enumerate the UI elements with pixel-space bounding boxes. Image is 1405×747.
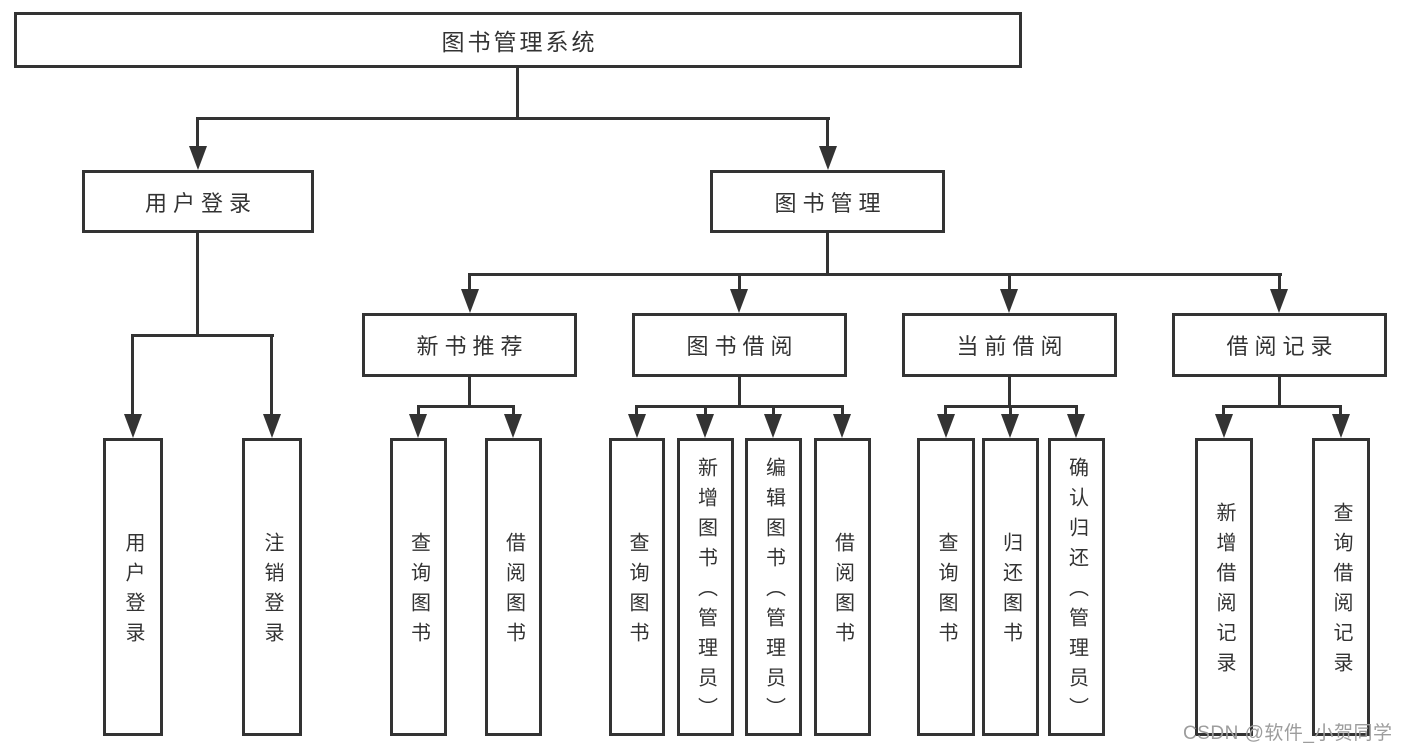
connector-line [1009,406,1012,414]
leaf-cb-return-books-label: 归还图书 [999,532,1022,652]
arrow-down-icon [730,289,748,313]
leaf-bb-query-books: 查询图书 [609,438,665,736]
connector-line [1008,377,1011,406]
node-book-borrow: 图书借阅 [632,313,847,377]
leaf-cb-confirm-return-admin-label: 确认归还（管理员） [1065,457,1088,727]
arrow-down-icon [696,414,714,438]
leaf-cb-query-books: 查询图书 [917,438,975,736]
leaf-logout-label: 注销登录 [261,532,283,652]
arrow-down-icon [1332,414,1350,438]
node-borrow-records-label: 借阅记录 [1226,334,1339,359]
leaf-bb-add-books-admin: 新增图书（管理员） [677,438,734,736]
leaf-br-add-record-label: 新增借阅记录 [1213,502,1235,682]
connector-line [1008,274,1011,289]
leaf-rec-query-books: 查询图书 [390,438,447,736]
arrow-down-icon [1000,289,1018,313]
arrow-down-icon [504,414,522,438]
node-current-borrow: 当前借阅 [902,313,1117,377]
leaf-user-login-label: 用户登录 [122,532,144,652]
connector-line [1278,274,1281,289]
connector-line [468,377,471,406]
node-book-mgmt-label: 图书管理 [774,190,887,216]
node-root-label: 图书管理系统 [441,29,598,55]
arrow-down-icon [461,289,479,313]
watermark: CSDN @软件_小贺同学 [1183,723,1393,744]
connector-line [1278,377,1281,406]
node-borrow-records: 借阅记录 [1172,313,1387,377]
connector-line [196,233,199,335]
connector-line [516,68,519,118]
leaf-bb-edit-books-admin-label: 编辑图书（管理员） [762,457,785,727]
node-user-login: 用户登录 [82,170,314,233]
leaf-bb-edit-books-admin: 编辑图书（管理员） [745,438,802,736]
leaf-bb-borrow-books: 借阅图书 [814,438,871,736]
leaf-bb-borrow-books-label: 借阅图书 [831,532,854,652]
leaf-user-login: 用户登录 [103,438,163,736]
leaf-logout: 注销登录 [242,438,302,736]
node-root: 图书管理系统 [14,12,1022,68]
connector-line [1222,405,1342,408]
connector-line [738,274,741,289]
connector-line [417,406,420,414]
arrow-down-icon [1270,289,1288,313]
leaf-cb-query-books-label: 查询图书 [935,532,957,652]
arrow-down-icon [1067,414,1085,438]
connector-line [738,377,741,406]
node-new-book-rec: 新书推荐 [362,313,577,377]
connector-line [512,406,515,414]
connector-line [944,406,947,414]
leaf-bb-query-books-label: 查询图书 [626,532,648,652]
connector-line [196,118,199,146]
arrow-down-icon [124,414,142,438]
arrow-down-icon [1215,414,1233,438]
connector-line [1075,406,1078,414]
connector-line [1222,406,1225,414]
connector-line [417,405,515,408]
arrow-down-icon [833,414,851,438]
arrow-down-icon [628,414,646,438]
leaf-rec-borrow-books: 借阅图书 [485,438,542,736]
connector-line [826,118,829,146]
arrow-down-icon [764,414,782,438]
leaf-br-query-record: 查询借阅记录 [1312,438,1370,736]
connector-line [131,334,274,337]
leaf-rec-borrow-books-label: 借阅图书 [502,532,525,652]
leaf-br-query-record-label: 查询借阅记录 [1330,502,1352,682]
leaf-br-add-record: 新增借阅记录 [1195,438,1253,736]
leaf-cb-confirm-return-admin: 确认归还（管理员） [1048,438,1105,736]
connector-line [635,405,844,408]
connector-line [270,335,273,414]
arrow-down-icon [937,414,955,438]
connector-line [826,233,829,274]
arrow-down-icon [819,146,837,170]
leaf-bb-add-books-admin-label: 新增图书（管理员） [694,457,717,727]
arrow-down-icon [1001,414,1019,438]
connector-line [131,335,134,414]
connector-line [635,406,638,414]
connector-line [468,273,1282,276]
leaf-cb-return-books: 归还图书 [982,438,1039,736]
node-book-borrow-label: 图书借阅 [686,334,799,359]
arrow-down-icon [189,146,207,170]
arrow-down-icon [263,414,281,438]
node-current-borrow-label: 当前借阅 [956,334,1069,359]
arrow-down-icon [409,414,427,438]
connector-line [196,117,830,120]
node-user-login-label: 用户登录 [144,190,257,216]
node-new-book-rec-label: 新书推荐 [416,334,529,359]
leaf-rec-query-books-label: 查询图书 [407,532,430,652]
connector-line [1339,406,1342,414]
connector-line [772,406,775,414]
connector-line [704,406,707,414]
connector-line [468,274,471,289]
connector-line [841,406,844,414]
node-book-mgmt: 图书管理 [710,170,945,233]
